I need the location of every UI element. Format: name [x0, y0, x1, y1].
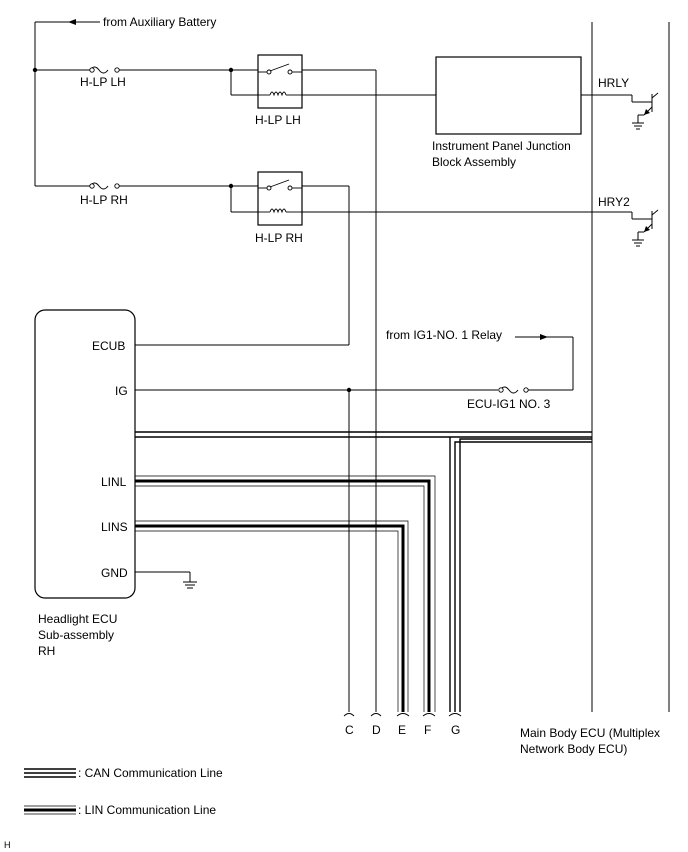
connector-f: F: [424, 723, 431, 737]
pin-ecub-label: ECUB: [92, 339, 125, 353]
transistor-hry2-icon: [592, 209, 659, 247]
connector-d: D: [372, 723, 381, 737]
ig-circuit: [135, 334, 574, 712]
pin-linl-label: LINL: [101, 475, 127, 489]
main-body-ecu: [591, 22, 670, 712]
ecu-name-line3: RH: [38, 644, 55, 658]
main-ecu-label-line2: Network Body ECU): [520, 742, 627, 756]
pin-gnd-label: GND: [101, 566, 128, 580]
ground-icon: [135, 571, 197, 589]
can-bus: [135, 431, 592, 712]
pin-lins-label: LINS: [101, 520, 128, 534]
instrument-panel-junction-block: [435, 56, 582, 135]
fuse-ecu-ig1-label: ECU-IG1 NO. 3: [467, 397, 551, 411]
from-aux-label: from Auxiliary Battery: [103, 15, 216, 29]
legend-can-label: : CAN Communication Line: [78, 766, 223, 780]
relay-rh-label: H-LP RH: [255, 231, 303, 245]
headlight-ecu-box: [34, 309, 136, 599]
connector-c: C: [345, 723, 354, 737]
lh-circuit: [35, 54, 592, 712]
from-ig1-label: from IG1-NO. 1 Relay: [386, 328, 502, 342]
connector-e: E: [398, 723, 406, 737]
arrow-right-icon: [540, 334, 548, 340]
transistor-hrly-icon: [592, 92, 659, 130]
ipjb-label-line1: Instrument Panel Junction: [432, 139, 571, 153]
relay-lh-label: H-LP LH: [255, 113, 301, 127]
aux-battery-feed: [32, 19, 100, 186]
connector-marks: [343, 713, 462, 717]
rh-circuit: [35, 171, 592, 345]
lins-bus: [135, 520, 409, 712]
linl-bus: [135, 475, 436, 712]
relay-rh-icon: [257, 171, 303, 226]
fuse-lh-label: H-LP LH: [80, 75, 126, 89]
legend-lin-label: : LIN Communication Line: [78, 803, 216, 817]
connector-g: G: [451, 723, 460, 737]
ecu-name-line2: Sub-assembly: [38, 628, 114, 642]
relay-lh-icon: [257, 54, 303, 109]
ipjb-label-line2: Block Assembly: [432, 155, 516, 169]
hry2-label: HRY2: [598, 195, 630, 209]
corner-mark: H: [4, 840, 11, 850]
ecu-name-line1: Headlight ECU: [38, 612, 117, 626]
legend-lin-swatch: [24, 805, 76, 815]
arrow-left-icon: [68, 19, 76, 25]
legend-can-swatch: [24, 768, 76, 778]
fuse-rh-label: H-LP RH: [80, 193, 128, 207]
hrly-label: HRLY: [598, 76, 629, 90]
pin-ig-label: IG: [115, 384, 128, 398]
main-ecu-label-line1: Main Body ECU (Multiplex: [520, 726, 660, 740]
fuse-ecu-ig1-icon: [499, 386, 519, 394]
